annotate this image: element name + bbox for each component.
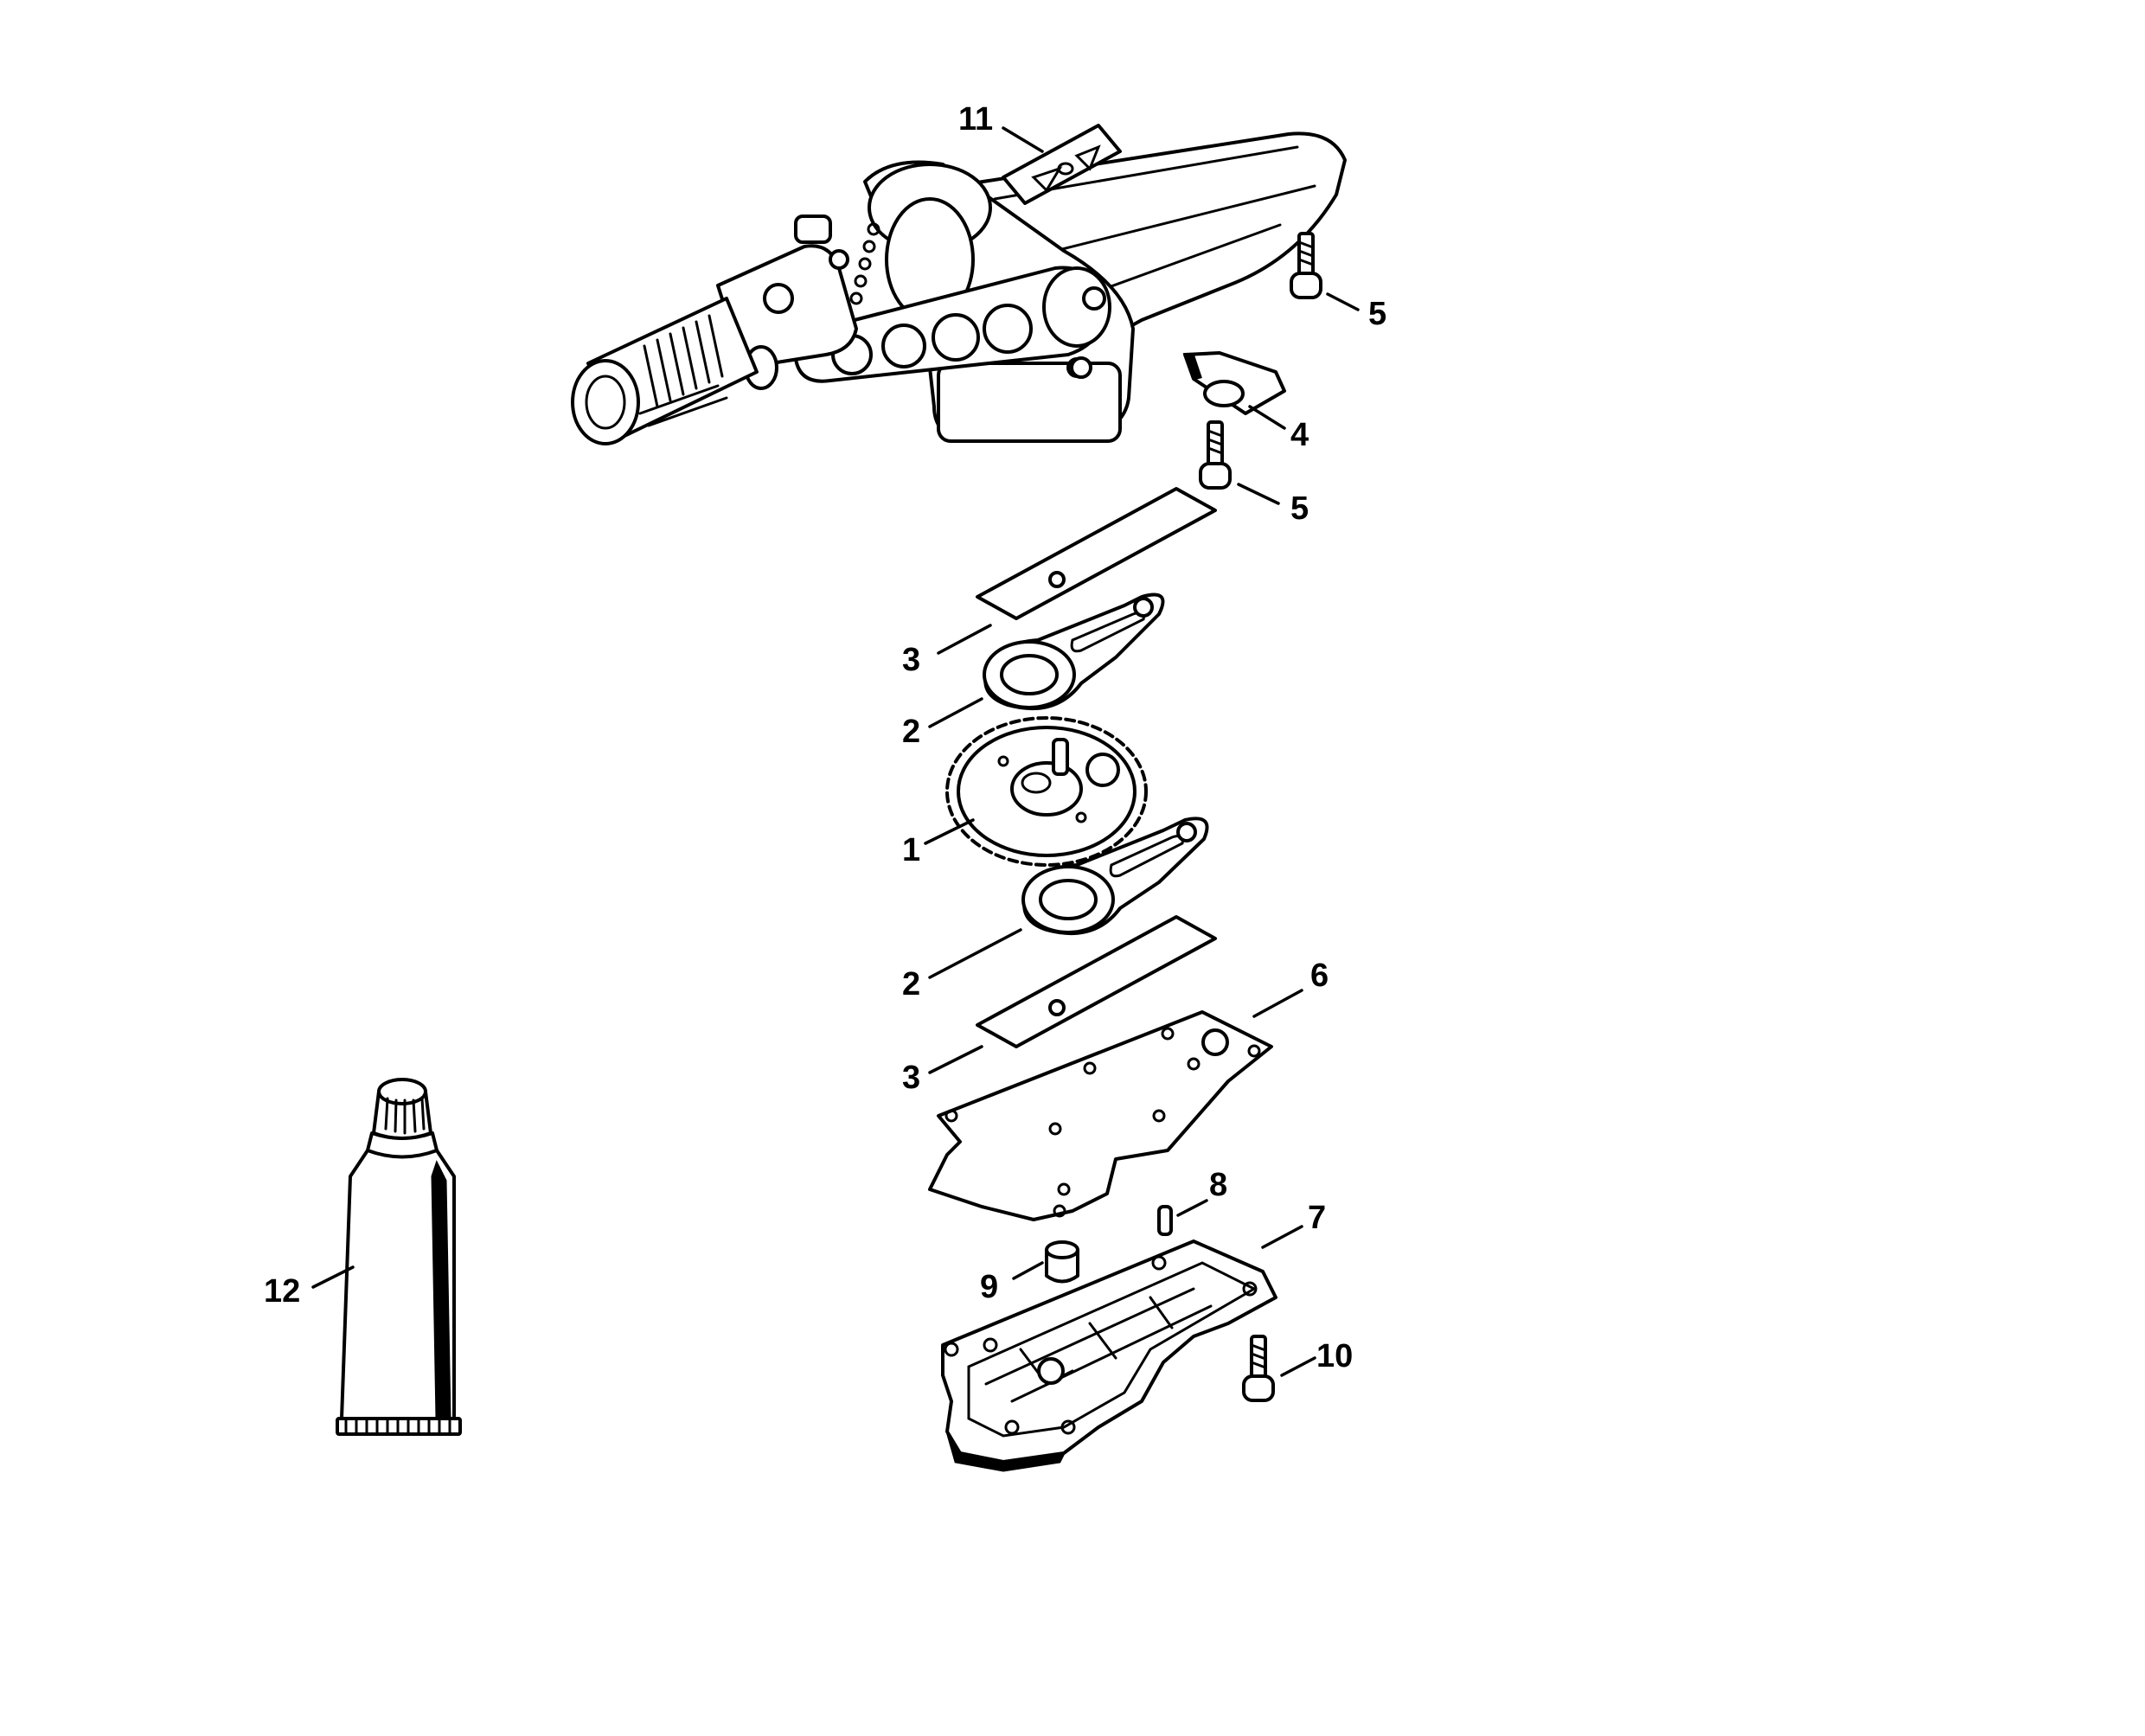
gear-housing-assembly xyxy=(571,131,1347,445)
callout-7: 7 xyxy=(1308,1200,1326,1236)
part-2-bearing-lever-lower xyxy=(1021,817,1209,936)
callout-5-upper: 5 xyxy=(1368,296,1386,332)
part-10-screw xyxy=(1242,1335,1275,1402)
part-3-shim-upper xyxy=(976,487,1217,620)
part-5-screw-upper xyxy=(1290,232,1322,299)
callout-9: 9 xyxy=(980,1269,998,1305)
callout-3-lower: 3 xyxy=(902,1060,920,1096)
part-4-bracket xyxy=(1182,351,1286,415)
callout-4: 4 xyxy=(1290,417,1309,453)
part-8-dowel-pin xyxy=(1157,1205,1173,1236)
angle-scale-icon xyxy=(849,222,880,305)
part-5-screw-lower xyxy=(1199,420,1232,490)
part-1-gear xyxy=(945,716,1148,867)
part-12-grease-tube xyxy=(336,1078,462,1436)
callout-labels: 11 5 4 5 3 2 1 2 6 3 8 7 12 9 10 xyxy=(264,101,1386,1374)
part-11-label-plate xyxy=(1002,124,1122,205)
callout-6: 6 xyxy=(1310,958,1329,994)
leader-lines xyxy=(311,126,1360,1377)
part-7-housing-cover xyxy=(941,1240,1277,1472)
callout-5-lower: 5 xyxy=(1290,490,1309,527)
callout-8: 8 xyxy=(1209,1167,1227,1203)
callout-11: 11 xyxy=(958,101,993,138)
callout-1: 1 xyxy=(902,832,920,868)
part-3-shim-lower xyxy=(976,915,1217,1048)
callout-2-lower: 2 xyxy=(902,966,920,1003)
part-6-gasket xyxy=(928,1010,1273,1221)
callout-2-upper: 2 xyxy=(902,714,920,750)
callout-10: 10 xyxy=(1316,1338,1353,1374)
part-9-sleeve xyxy=(1045,1240,1079,1284)
grip-ribs xyxy=(638,314,728,427)
callout-3-upper: 3 xyxy=(902,642,920,678)
part-2-bearing-lever-upper xyxy=(983,593,1165,711)
callout-12: 12 xyxy=(264,1273,300,1310)
